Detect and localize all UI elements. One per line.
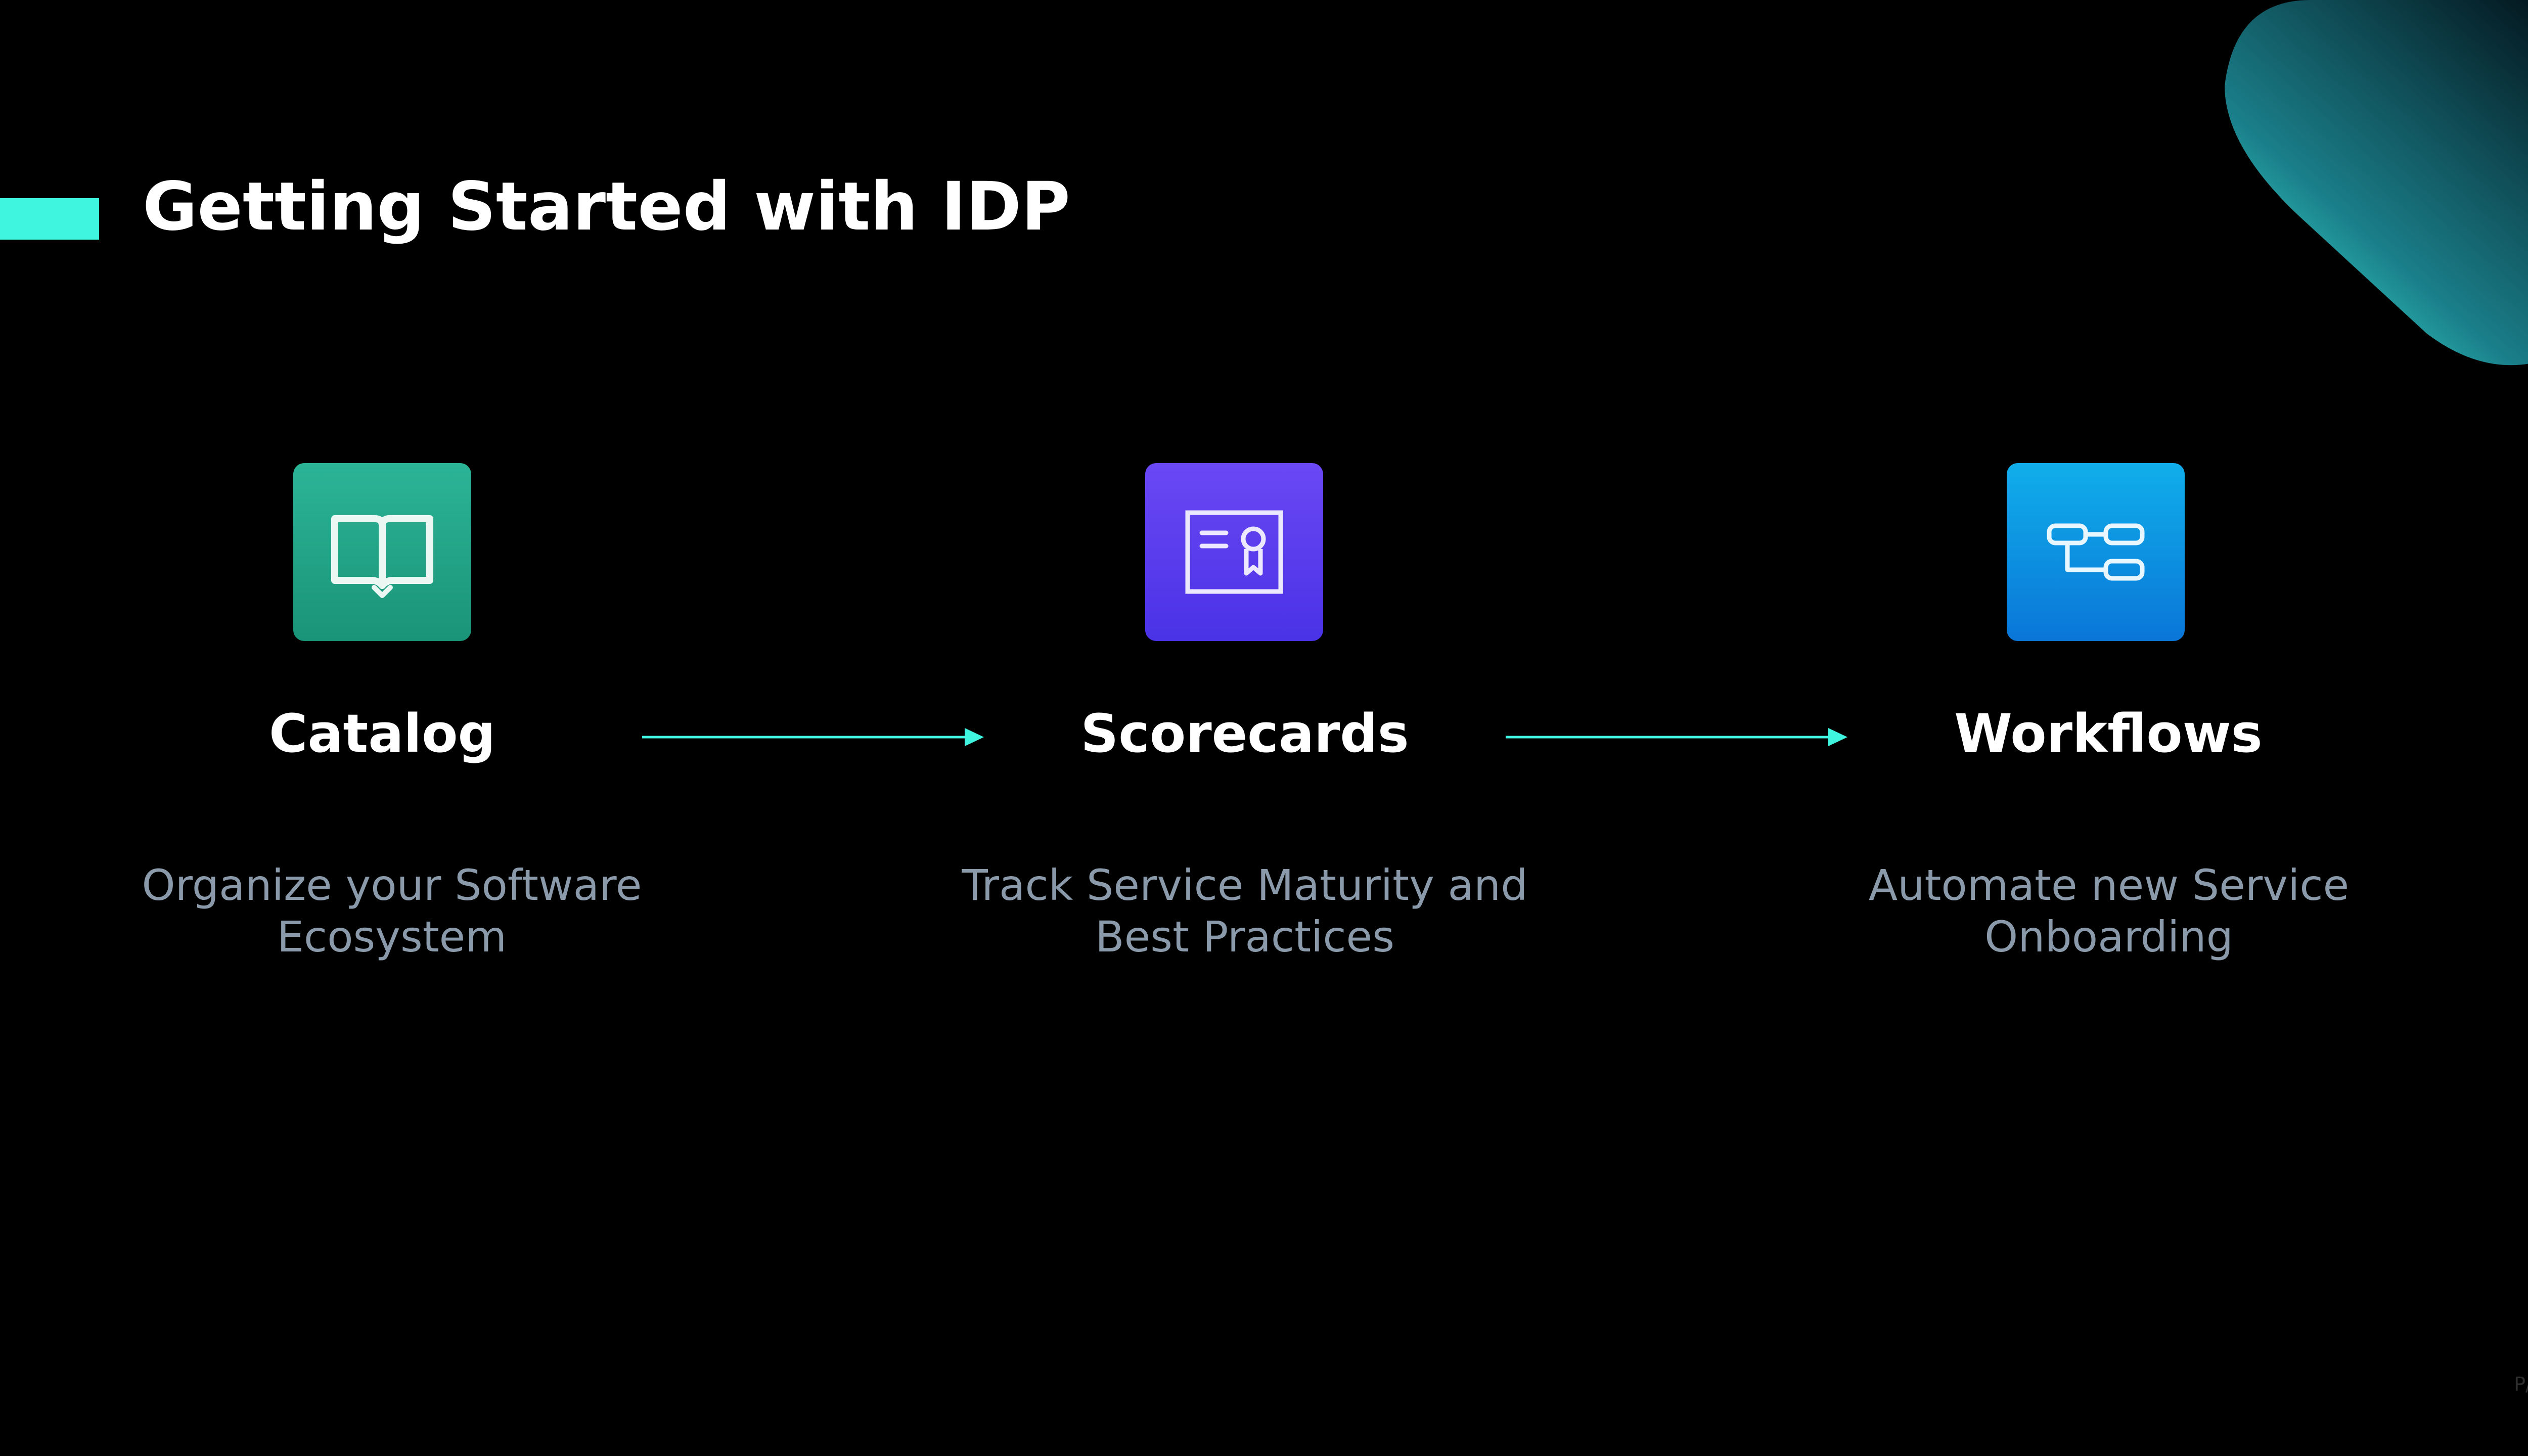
corner-gradient-decoration — [2225, 0, 2528, 366]
catalog-icon-tile — [293, 463, 471, 641]
workflow-icon — [2007, 463, 2185, 641]
flow-arrow-icon — [642, 728, 984, 746]
page-title: Getting Started with IDP — [143, 168, 1070, 246]
step-description-workflows: Automate new Service Onboarding — [1868, 860, 2350, 962]
step-description-catalog: Organize your Software Ecosystem — [142, 860, 642, 962]
flow-arrow-icon — [1506, 728, 1847, 746]
title-accent-bar — [0, 198, 99, 240]
step-title-workflows: Workflows — [1954, 703, 2263, 764]
scorecards-icon-tile — [1145, 463, 1323, 641]
open-book-icon — [293, 463, 471, 641]
page-number: P/1 — [2514, 1373, 2528, 1395]
certificate-icon — [1145, 463, 1323, 641]
step-title-scorecards: Scorecards — [1080, 703, 1409, 764]
step-description-scorecards: Track Service Maturity and Best Practice… — [962, 860, 1528, 962]
workflows-icon-tile — [2007, 463, 2185, 641]
step-title-catalog: Catalog — [269, 703, 495, 764]
